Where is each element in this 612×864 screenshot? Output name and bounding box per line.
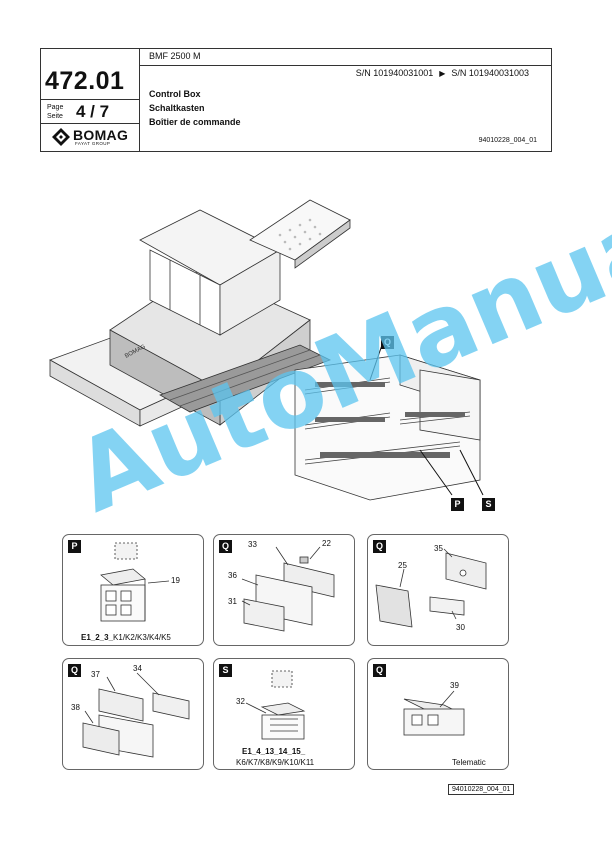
title-fr: Boîtier de commande	[149, 117, 241, 127]
page-titles: Control Box Schaltkasten Boîtier de comm…	[149, 87, 241, 129]
relay-k6-k11-drawing	[245, 670, 306, 740]
telematic-relay-drawing	[403, 690, 465, 736]
bomag-logo: BOMAG FAYAT GROUP	[51, 127, 135, 149]
terminal-blocks-drawing	[241, 546, 335, 632]
brand-name: BOMAG	[73, 127, 129, 143]
detail-caption: E1_2_3_K1/K2/K3/K4/K5	[81, 633, 171, 642]
doc-reference: 94010228_004_01	[478, 137, 537, 144]
page-value: 4 / 7	[76, 102, 110, 121]
title-de: Schaltkasten	[149, 103, 205, 113]
detail-tag: Q	[373, 540, 386, 553]
arrow-right-icon: ▶	[439, 69, 446, 78]
callout-tag-s: S	[482, 498, 495, 511]
detail-tag: Q	[68, 664, 81, 677]
detail-q-cover: Q 35 25 30	[367, 534, 509, 646]
detail-p-relay: P 19 E1_2_3_K1/K2/K3/K4/K5	[62, 534, 204, 646]
brand-sub: FAYAT GROUP	[75, 141, 111, 146]
detail-tag: Q	[219, 540, 232, 553]
detail-tag: P	[68, 540, 81, 553]
detail-q-terminals-2: Q 37 34 38	[62, 658, 204, 770]
callout-tag-q: Q	[381, 336, 394, 349]
part-number: 19	[171, 576, 180, 585]
detail-tag: S	[219, 664, 232, 677]
title-en: Control Box	[149, 89, 201, 99]
callout-tag-p: P	[451, 498, 464, 511]
page-number: 472.01	[45, 67, 125, 95]
terminal-blocks-2-drawing	[82, 672, 190, 758]
model-name: BMF 2500 M	[149, 51, 201, 61]
detail-q-telematic: Q 39 Telematic	[367, 658, 509, 770]
footer-doc-reference: 94010228_004_01	[448, 784, 515, 795]
serial-range: S/N 101940031001▶S/N 101940031003	[355, 68, 529, 78]
relay-k1-k5-drawing	[100, 542, 170, 622]
bomag-logo-icon	[52, 128, 70, 146]
detail-q-terminals: Q 33 22 36 31	[213, 534, 355, 646]
paver-control-box-illustration: BOMAG	[49, 199, 484, 501]
detail-tag: Q	[373, 664, 386, 677]
end-cover-drawing	[375, 548, 487, 628]
detail-s-relay: S 32 E1_4_13_14_15_ K6/K7/K8/K9/K10/K11	[213, 658, 355, 770]
